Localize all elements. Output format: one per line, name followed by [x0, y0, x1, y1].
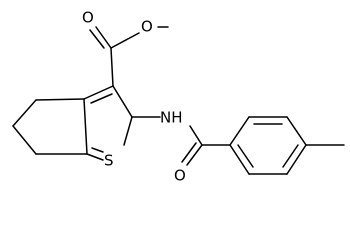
- bond-ring-2: [12, 99, 37, 127]
- bond-benzene-inner-2: [282, 144, 299, 168]
- bond-ring-1: [35, 98, 85, 101]
- bond-thiophene-to-s: [123, 116, 133, 146]
- bond-thiophene-right: [112, 85, 133, 118]
- bond-amide-carbonyl-double: [181, 142, 197, 163]
- bond-thiophene-top: [83, 85, 114, 100]
- bond-nh-right: [189, 125, 203, 146]
- amide-nitrogen-label: NH: [160, 109, 183, 127]
- amide-linker: [131, 116, 231, 166]
- molecule-structure: O O S NH O: [12, 8, 345, 185]
- bond-ester-oxygen: [110, 32, 140, 49]
- thiophene-ring: [83, 85, 133, 161]
- ester-single-oxygen-label: O: [141, 18, 153, 36]
- bond-ring-3: [12, 125, 37, 155]
- bond-ester-carbonyl: [95, 26, 112, 49]
- bond-s-left-double: [91, 147, 104, 153]
- methyl-ester: [89, 26, 169, 87]
- thiophene-sulfur-label: S: [104, 152, 114, 170]
- bond-thiophene-top-double: [90, 93, 113, 104]
- bond-carbonyl-carbon: [110, 47, 114, 87]
- bond-benzene-4: [286, 144, 307, 175]
- bond-benzene-inner-3: [237, 144, 254, 168]
- bond-benzene-3: [286, 116, 307, 146]
- bond-thiophene-fused: [83, 98, 88, 155]
- benzene-ring: [229, 116, 307, 175]
- amide-carbonyl-oxygen-label: O: [174, 167, 186, 185]
- bond-s-left: [86, 153, 104, 161]
- ester-carbonyl-oxygen-label: O: [82, 9, 94, 27]
- bond-amide-carbonyl: [186, 144, 203, 166]
- bond-ester-carbonyl-double: [89, 29, 105, 49]
- bond-benzene-6: [229, 144, 250, 175]
- bond-benzene-1: [229, 116, 250, 146]
- cyclopentane-ring: [12, 98, 88, 155]
